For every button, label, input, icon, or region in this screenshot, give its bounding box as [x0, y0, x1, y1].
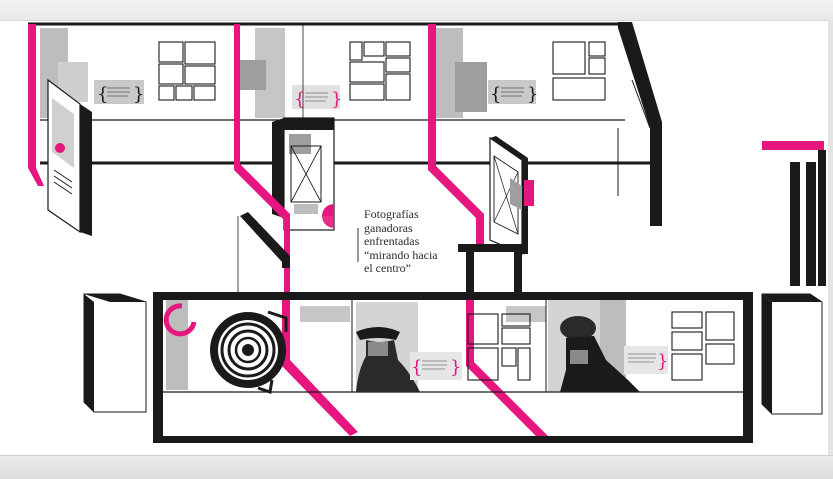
- caption-line-3: enfrentadas: [364, 234, 420, 248]
- lower-bottom-wall: [153, 436, 753, 443]
- circular-exhibit: [210, 310, 288, 394]
- lower-corridor: { } }: [153, 292, 753, 443]
- window-bottom-bar: [0, 455, 833, 479]
- upper-panel-3b: [455, 62, 487, 112]
- black-connector-1: [240, 212, 290, 268]
- caption-line-1: Fotografías: [364, 207, 419, 221]
- svg-text:{: {: [97, 84, 108, 105]
- lower-label-1: { }: [410, 352, 462, 380]
- pink-circulation-paths: [226, 24, 548, 440]
- lower-top-wall: [153, 292, 753, 300]
- right-tilted-panel: [489, 136, 534, 255]
- frame-group-3: [552, 41, 606, 101]
- black-connector-2: [458, 244, 474, 300]
- left-tilted-panel: [47, 78, 92, 236]
- svg-text:}: }: [133, 84, 144, 105]
- caption-line-4: “mirando hacia: [364, 247, 438, 262]
- svg-text:}: }: [527, 84, 538, 105]
- caption-line-2: ganadoras: [364, 220, 413, 235]
- frame-group-2: [349, 41, 411, 101]
- lower-label-2: }: [624, 346, 668, 374]
- frame-group-4: [467, 313, 531, 381]
- window-right-edge: [828, 20, 833, 455]
- window-top-bar: [0, 0, 833, 21]
- upper-right-end-wall: [618, 22, 662, 226]
- pink-arc: [163, 303, 197, 337]
- lower-right-wall: [743, 292, 753, 442]
- svg-text:{: {: [411, 357, 422, 378]
- right-freestanding-block: [761, 293, 823, 415]
- photo-silhouette-2: [560, 316, 640, 392]
- left-freestanding-block: [83, 293, 147, 413]
- black-connector-3: [474, 244, 522, 296]
- caption-text: Fotografías ganadoras enfrentadas “miran…: [364, 207, 484, 276]
- lower-panel-4: [300, 306, 350, 322]
- frame-group-1: [158, 41, 216, 101]
- upper-labels: { } { } { }: [94, 80, 538, 110]
- upper-corridor: { } { } { }: [28, 22, 662, 226]
- lower-left-wall: [153, 292, 163, 442]
- right-edge-bars: [762, 141, 826, 286]
- svg-text:{: {: [294, 89, 305, 110]
- upper-left-corner-wall: [28, 24, 44, 186]
- svg-text:}: }: [657, 351, 668, 372]
- frame-group-5: [671, 311, 735, 381]
- svg-text:{: {: [490, 84, 501, 105]
- upper-right-edge: [631, 79, 651, 129]
- center-display-cabinet: [272, 117, 335, 231]
- upper-panel-2b: [236, 60, 266, 90]
- svg-text:}: }: [450, 357, 461, 378]
- lower-panel-1: [166, 300, 188, 390]
- photo-silhouette-1: [356, 327, 420, 392]
- svg-text:}: }: [331, 89, 342, 110]
- caption-line-5: el centro”: [364, 261, 411, 275]
